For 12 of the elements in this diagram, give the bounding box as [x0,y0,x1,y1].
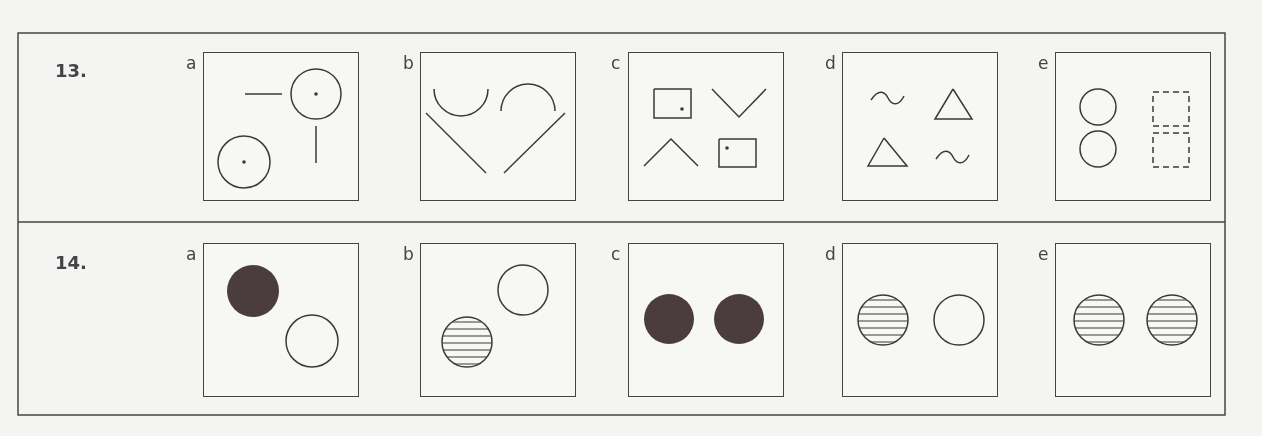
option-letter: c [611,244,621,264]
option-letter: a [186,53,197,73]
option-letter: b [403,53,414,73]
option-letter: d [825,244,836,264]
option-letter: d [825,53,836,73]
option-letter: a [186,244,197,264]
task-number: 14. [55,252,87,273]
option-letter: c [611,53,621,73]
option-letter: e [1038,244,1049,264]
option-letter: b [403,244,414,264]
task-number: 13. [55,60,87,81]
option-letter: e [1038,53,1049,73]
